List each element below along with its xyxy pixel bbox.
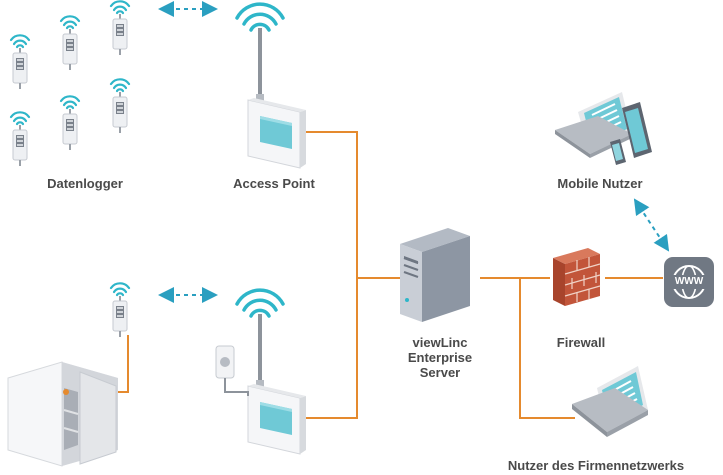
- data-logger-icon: [59, 15, 81, 72]
- label-nutzer-firmennetzwerk: Nutzer des Firmennetzwerks: [507, 458, 685, 473]
- data-logger-icon: [109, 282, 131, 339]
- data-logger-icon: [9, 111, 31, 168]
- wireless-link-mobile: [633, 198, 670, 252]
- access-point-icon: [235, 2, 308, 170]
- cable-access-point-bottom: [300, 278, 358, 419]
- label-firewall: Firewall: [556, 335, 606, 350]
- storage-cabinet-icon: [7, 361, 118, 467]
- access-point-with-power-icon: [215, 288, 308, 456]
- firewall-icon: [553, 248, 601, 306]
- label-access-point: Access Point: [233, 176, 315, 191]
- label-server-line1: viewLinc: [412, 335, 468, 350]
- label-server-line3: Server: [419, 365, 461, 380]
- network-cables: [70, 131, 663, 419]
- label-viewlinc-server: viewLinc Enterprise Server: [395, 335, 485, 380]
- data-logger-icon: [59, 95, 81, 152]
- data-logger-icon: [9, 34, 31, 91]
- data-logger-cluster: [9, 0, 131, 168]
- label-server-line2: Enterprise: [407, 350, 473, 365]
- viewlinc-server-icon: [400, 228, 470, 322]
- data-logger-icon: [109, 0, 131, 57]
- cable-corporate-user: [519, 278, 575, 419]
- wireless-links: [158, 1, 670, 303]
- label-datenlogger: Datenlogger: [47, 176, 123, 191]
- corporate-user-laptop-icon: [572, 366, 648, 437]
- data-logger-icon: [109, 78, 131, 135]
- mobile-users-icon: [555, 92, 652, 165]
- label-mobile-nutzer: Mobile Nutzer: [557, 176, 643, 191]
- cable-access-point-top: [300, 131, 400, 279]
- internet-globe-icon: [664, 257, 714, 307]
- www-text: WWW: [674, 276, 704, 287]
